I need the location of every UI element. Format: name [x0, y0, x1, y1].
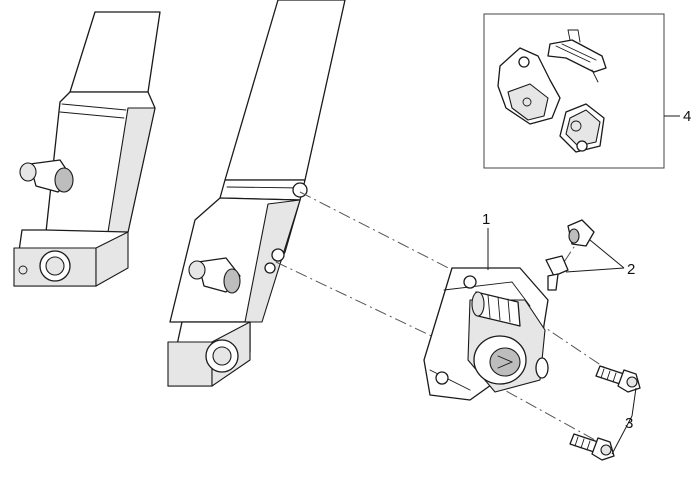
- leader-2a: [589, 239, 625, 269]
- callout-leaders: [487, 115, 680, 455]
- left-fork-leg: [13, 11, 161, 287]
- callout-3: 3: [625, 415, 633, 432]
- brake-pads-inset: [483, 13, 665, 169]
- right-fork-leg: [167, 0, 346, 387]
- leader-3a: [631, 387, 637, 417]
- callout-2: 2: [627, 261, 635, 278]
- callout-1: 1: [482, 211, 490, 228]
- right-fork-axle-boss: [188, 257, 241, 294]
- mounting-bolts: [569, 365, 641, 461]
- mounting-bolt-lower: [569, 433, 615, 461]
- callout-labels: 1 2 3 4: [482, 108, 691, 432]
- mounting-bolt-upper: [595, 365, 641, 393]
- leader-2b: [565, 267, 625, 273]
- bleed-screw-parts: [545, 219, 595, 291]
- left-fork-axle-boss: [19, 159, 74, 193]
- brake-caliper: [423, 267, 549, 401]
- leader-3b: [611, 415, 633, 455]
- callout-4: 4: [683, 108, 691, 125]
